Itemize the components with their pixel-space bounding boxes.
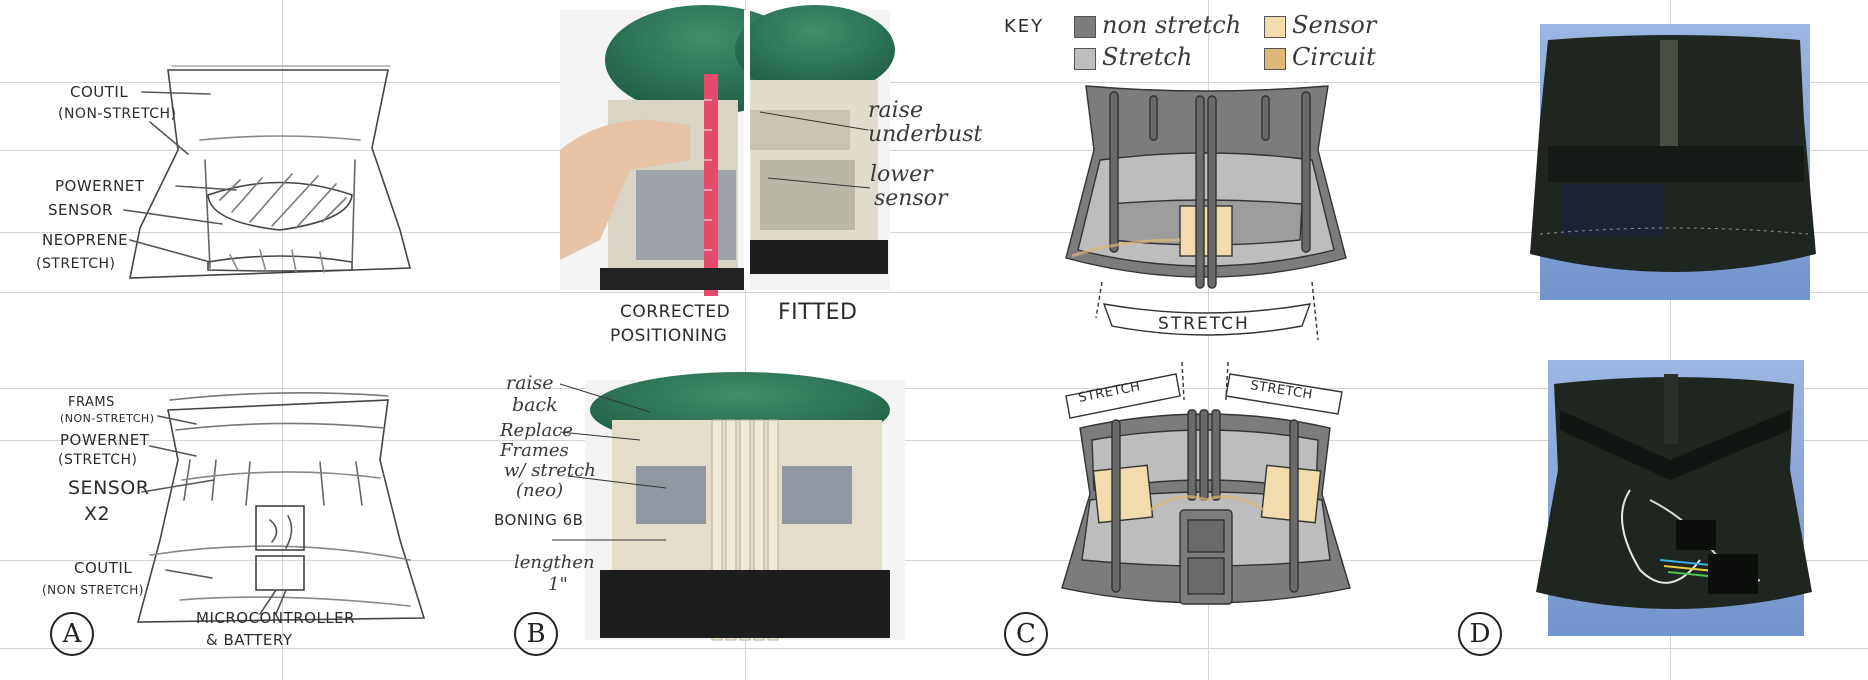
- label-battery: & BATTERY: [206, 631, 293, 649]
- grid-line-v4: [1670, 0, 1671, 680]
- note-sensor: sensor: [874, 186, 948, 211]
- note-underbust: underbust: [868, 122, 983, 147]
- caption-fitted: FITTED: [778, 300, 858, 325]
- front-stretch-band: [1102, 303, 1312, 336]
- label-x2: X2: [84, 503, 111, 525]
- key-label-stretch: Stretch: [1102, 43, 1193, 71]
- note-frames: Frames: [500, 440, 569, 461]
- note-one-inch: 1": [548, 574, 568, 595]
- panel-letter-c: C: [1004, 612, 1048, 656]
- key-label-non-stretch: non stretch: [1102, 11, 1242, 39]
- key-swatch-non-stretch: [1074, 16, 1096, 38]
- key-title: KEY: [1004, 16, 1045, 37]
- sketch-sensor-patch: [207, 181, 353, 231]
- note-neo: (neo): [516, 480, 564, 501]
- grid-line-h4: [0, 292, 1868, 293]
- photo-corrected-positioning: [560, 5, 890, 296]
- key-swatch-circuit: [1264, 48, 1286, 70]
- sketch-top-corset-outline: [129, 69, 412, 279]
- label-sensor: SENSOR: [48, 201, 113, 219]
- grid-line-h8: [0, 648, 1868, 649]
- back-stretch-band-right: [1225, 373, 1343, 415]
- note-replace: Replace: [500, 420, 573, 441]
- label-powernet-stretch: (STRETCH): [58, 452, 138, 468]
- grid-line-h6: [0, 440, 1868, 441]
- label-coutil-b: COUTIL: [74, 559, 133, 577]
- label-powernet: POWERNET: [55, 177, 145, 195]
- note-boning: BONING 6B: [494, 511, 584, 529]
- key-swatch-sensor: [1264, 16, 1286, 38]
- label-neoprene: NEOPRENE: [42, 231, 129, 249]
- grid-line-h3: [0, 232, 1868, 233]
- label-frams-non-stretch: (NON-STRETCH): [60, 412, 155, 425]
- panel-letter-a: A: [50, 612, 94, 656]
- panel-letter-d: D: [1458, 612, 1502, 656]
- sketch-mcu-box: [255, 555, 305, 591]
- note-raise: raise: [868, 98, 923, 123]
- grid-line-v3: [1208, 0, 1209, 680]
- key-swatch-stretch: [1074, 48, 1096, 70]
- grid-line-v2: [745, 0, 746, 680]
- key-label-sensor: Sensor: [1292, 11, 1377, 39]
- photo-finished-front: [1530, 24, 1816, 300]
- grid-line-h7: [0, 560, 1868, 561]
- grid-line-h2: [0, 150, 1868, 151]
- grid-line-h1: [0, 82, 1868, 83]
- label-microcontroller: MICROCONTROLLER: [196, 609, 356, 627]
- label-coutil-non-stretch: (NON STRETCH): [42, 583, 144, 597]
- label-frams: FRAMS: [68, 395, 115, 410]
- photo-finished-back: [1536, 360, 1812, 636]
- label-coutil: COUTIL: [70, 83, 129, 101]
- label-stretch: (STRETCH): [36, 256, 116, 272]
- grid-line-v1: [282, 0, 283, 680]
- back-stretch-band-left: [1065, 373, 1181, 419]
- note-lower: lower: [870, 162, 933, 187]
- note-back: back: [512, 394, 558, 416]
- panel-letter-b: B: [514, 612, 558, 656]
- note-raise-back: raise: [506, 372, 554, 394]
- note-w-stretch: w/ stretch: [504, 460, 596, 481]
- front-sensor: [1179, 205, 1233, 257]
- label-sensor-b: SENSOR: [68, 477, 150, 499]
- caption-corrected: CORRECTED: [620, 302, 731, 322]
- photo-fitted: [735, 5, 895, 290]
- label-non-stretch: (NON-STRETCH): [58, 106, 177, 122]
- note-lengthen: lengthen: [514, 552, 595, 573]
- key-label-circuit: Circuit: [1292, 43, 1376, 71]
- caption-positioning: POSITIONING: [610, 326, 728, 346]
- photo-back-adjusted: [552, 372, 905, 641]
- sketch-sensor-box-1: [255, 505, 305, 551]
- grid-line-h5: [0, 388, 1868, 389]
- label-powernet-b: POWERNET: [60, 431, 150, 449]
- stretch-label-front: STRETCH: [1158, 314, 1250, 334]
